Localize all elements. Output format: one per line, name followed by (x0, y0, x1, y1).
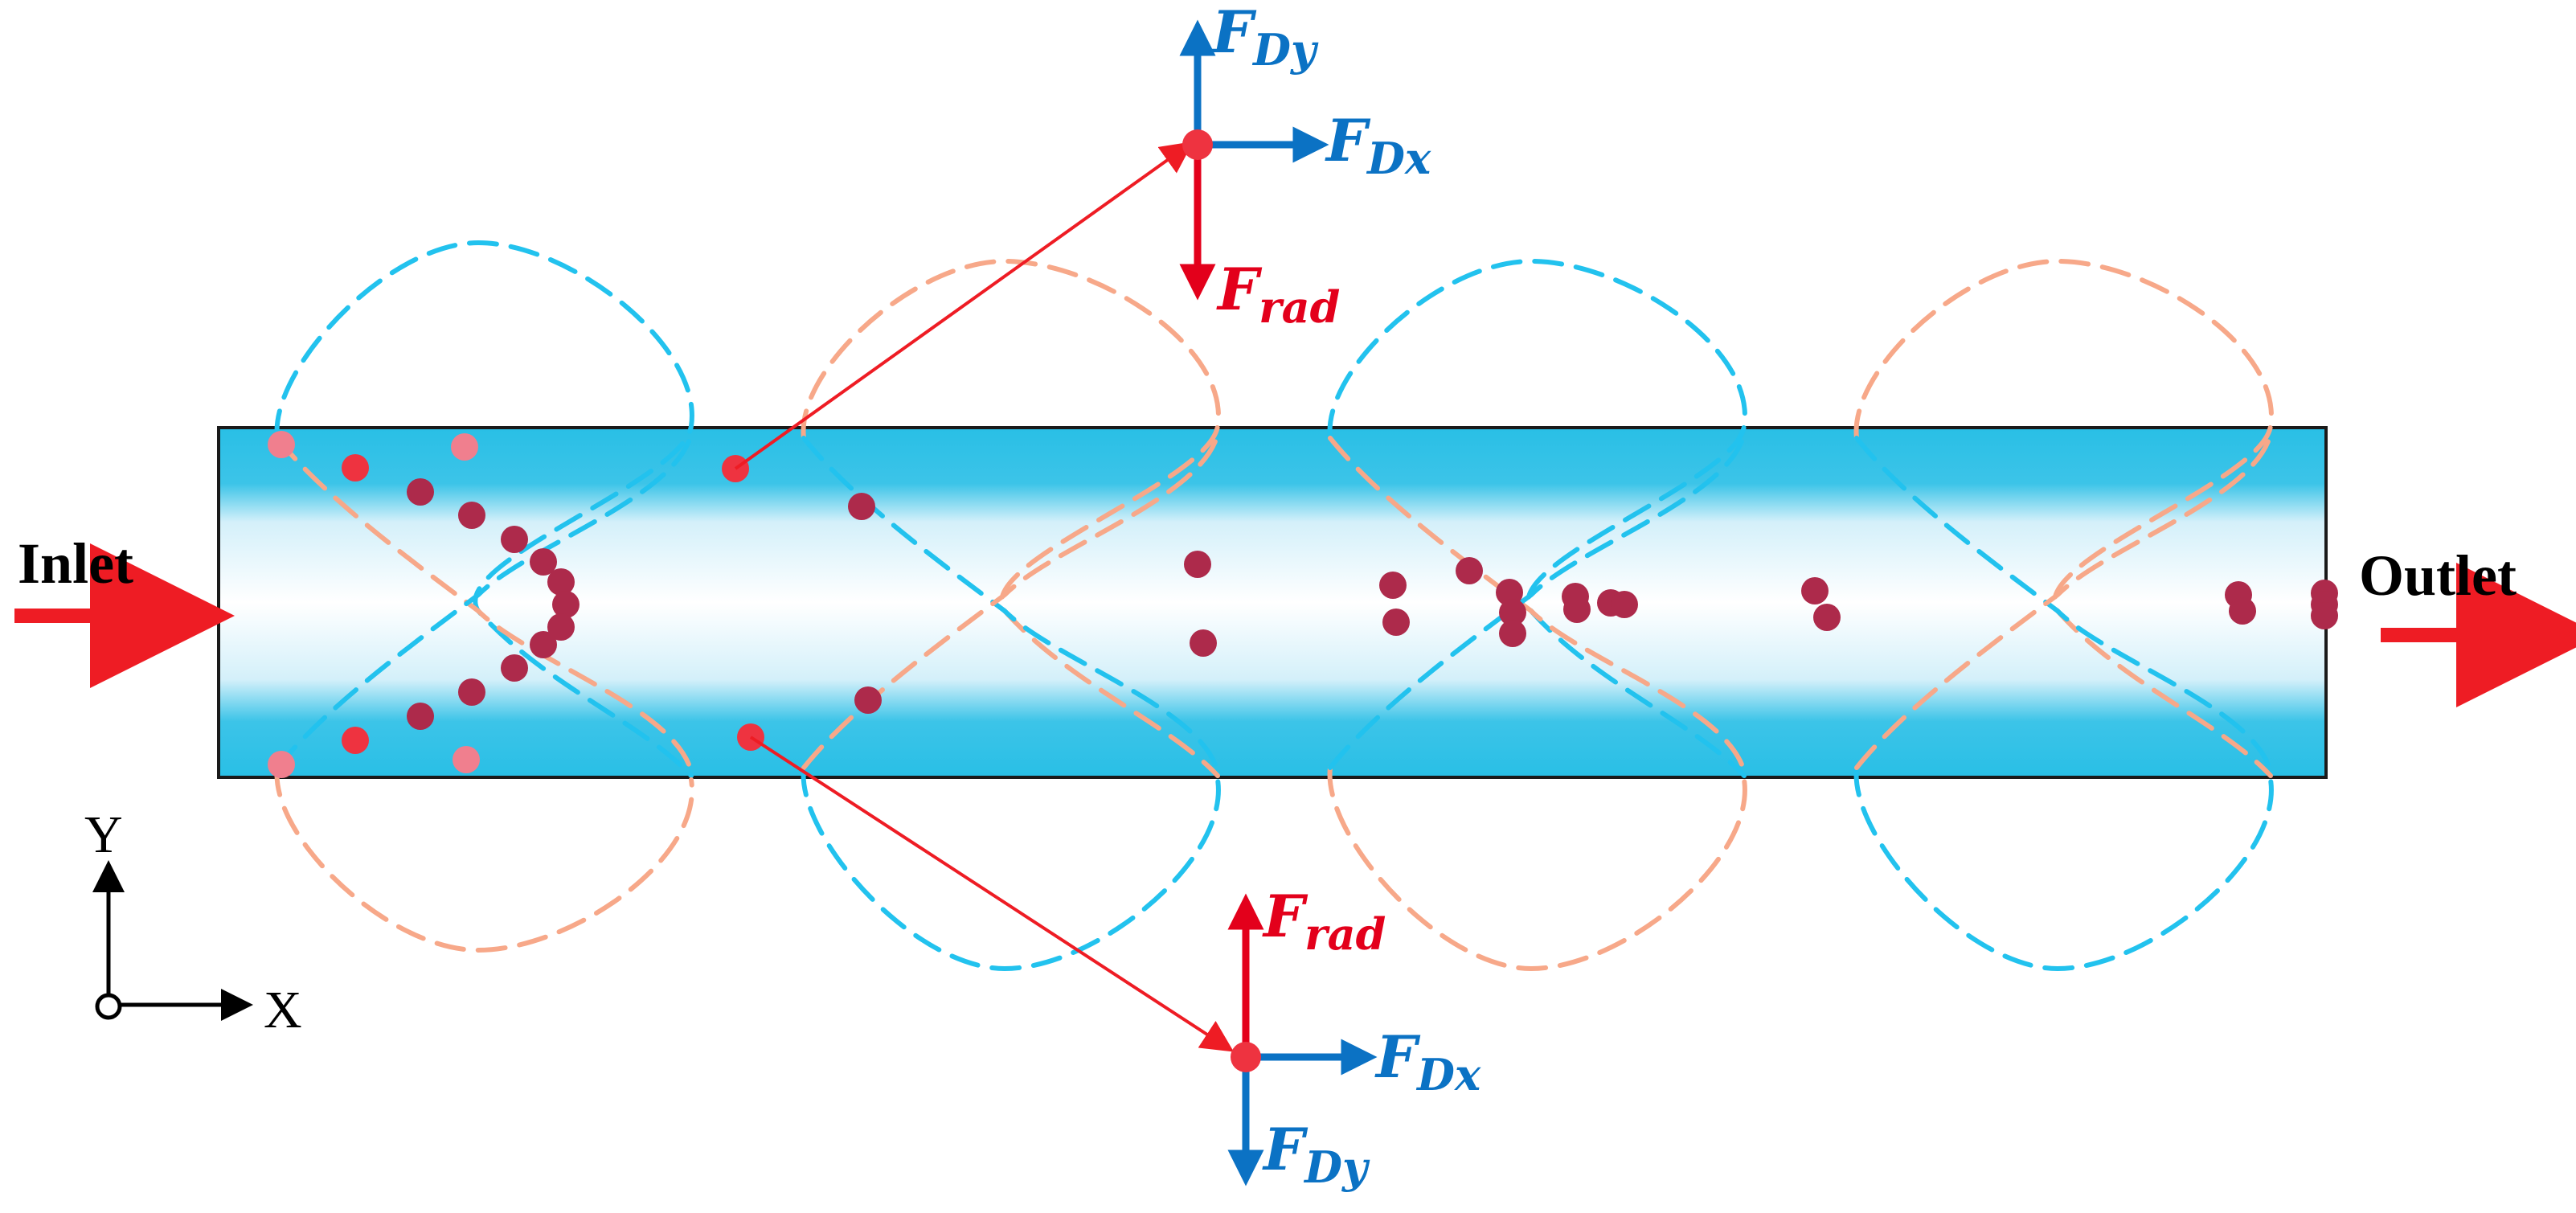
force-subscript: Dy (1251, 24, 1319, 76)
particle (1190, 629, 1217, 657)
particle (1563, 596, 1591, 623)
particle (1456, 557, 1483, 584)
wave-envelope-segment (1327, 765, 1747, 972)
particle (1801, 577, 1829, 604)
force-symbol: F (1210, 0, 1257, 66)
leader-line-bottom (749, 736, 1235, 1052)
outlet-label: Outlet (2359, 543, 2517, 608)
particle (407, 478, 434, 506)
wave-envelope-segment (1853, 765, 2274, 972)
particle (1496, 579, 1523, 606)
wave-envelope-segment (275, 432, 694, 770)
y-axis-label: Y (84, 805, 123, 864)
particle (407, 703, 434, 730)
force-subscript: Dx (1366, 133, 1431, 184)
microchannel (217, 426, 2328, 779)
wave-envelope-segment (1853, 258, 2274, 778)
particle-force-bottom (1231, 1042, 1261, 1072)
particle (501, 526, 528, 553)
force-dx-label-top: FDx (1325, 106, 1431, 184)
particle (1813, 604, 1841, 631)
x-axis-label: X (264, 981, 302, 1039)
wave-envelope-segment (274, 765, 694, 953)
particle (547, 613, 575, 641)
force-dy-label-top: FDy (1210, 0, 1319, 76)
particle (268, 431, 295, 458)
particle (2229, 597, 2256, 625)
particle (1611, 591, 1638, 618)
particle (1379, 572, 1407, 599)
particle (1382, 609, 1410, 636)
wave-envelope-segment (274, 240, 694, 778)
leader-line-top (734, 141, 1194, 470)
standing-wave-envelopes (274, 240, 2274, 972)
particle (547, 568, 575, 596)
particle (1184, 551, 1211, 578)
particle (451, 433, 478, 461)
particle (458, 502, 485, 529)
particle (501, 654, 528, 682)
force-symbol: F (1374, 1022, 1421, 1091)
particle (342, 454, 369, 482)
force-rad-label-bottom: Frad (1262, 882, 1386, 960)
force-symbol: F (1216, 255, 1263, 323)
wave-envelope-segment (1854, 436, 2273, 774)
particle-force-top (1182, 129, 1213, 160)
particle (854, 686, 882, 714)
force-rad-label-top: Frad (1216, 255, 1340, 333)
particle (1499, 620, 1526, 647)
force-subscript: Dx (1415, 1049, 1481, 1100)
wave-envelope-segment (801, 765, 1221, 972)
particle (530, 631, 557, 658)
wave-envelope-segment (1327, 258, 1747, 778)
force-dy-label-bottom: FDy (1262, 1115, 1370, 1193)
particle (1499, 599, 1526, 626)
force-symbol: F (1325, 106, 1371, 174)
force-diagram-bottom: Frad FDx FDy (1227, 882, 1481, 1193)
force-symbol: F (1262, 1115, 1308, 1183)
coordinate-axes: Y X (84, 805, 302, 1039)
particle (458, 678, 485, 706)
inlet-label: Inlet (18, 531, 133, 596)
force-subscript: Dy (1303, 1141, 1370, 1193)
wave-envelope-segment (1328, 436, 1747, 774)
wave-envelope-segment (1328, 432, 1747, 770)
particle (552, 591, 579, 618)
force-symbol: F (1262, 882, 1308, 950)
axis-origin (95, 993, 122, 1020)
force-dx-label-bottom: FDx (1374, 1022, 1481, 1100)
particle (530, 548, 557, 576)
force-subscript: rad (1304, 908, 1386, 960)
wave-envelope-segment (275, 436, 694, 774)
wave-envelope-segment (1854, 432, 2273, 770)
particle-trajectory (268, 431, 2338, 778)
force-diagram-top: FDy FDx Frad (1179, 0, 1431, 333)
particle (848, 493, 875, 520)
force-subscript: rad (1259, 281, 1340, 333)
particle (342, 727, 369, 754)
particle (2311, 602, 2338, 629)
particle (268, 751, 295, 778)
particle (453, 746, 480, 773)
wave-envelope-segment (801, 258, 1221, 778)
